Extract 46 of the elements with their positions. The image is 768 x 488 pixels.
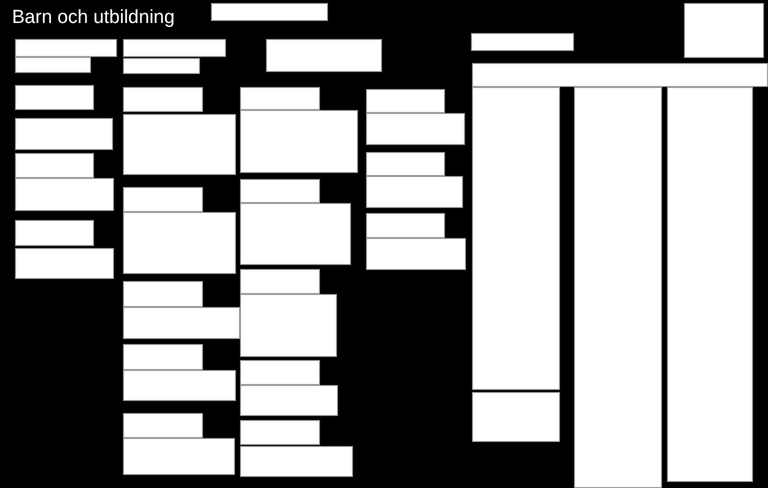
empty-box <box>123 438 235 475</box>
empty-box <box>123 413 203 438</box>
empty-box <box>366 213 445 238</box>
empty-box <box>667 87 753 482</box>
empty-box <box>123 39 226 57</box>
empty-box <box>472 63 768 87</box>
empty-box <box>266 39 382 72</box>
empty-box <box>240 179 320 203</box>
empty-box <box>123 307 240 339</box>
title: Barn och utbildning <box>12 6 175 30</box>
empty-box <box>240 87 320 110</box>
empty-box <box>366 89 445 113</box>
empty-box <box>15 85 94 110</box>
empty-box <box>123 281 203 307</box>
empty-box <box>123 58 200 74</box>
empty-box <box>15 248 114 279</box>
empty-box <box>240 203 351 265</box>
empty-box <box>240 385 338 416</box>
empty-box <box>15 57 91 73</box>
empty-box <box>123 370 236 401</box>
empty-box <box>366 238 466 270</box>
empty-box <box>15 118 113 150</box>
empty-box <box>366 152 445 176</box>
empty-box <box>123 114 236 175</box>
empty-box <box>123 87 203 112</box>
empty-box <box>15 153 94 178</box>
empty-box <box>123 344 203 370</box>
empty-box <box>240 446 353 477</box>
empty-box <box>240 360 320 385</box>
empty-box <box>123 212 236 274</box>
empty-box <box>15 220 94 246</box>
empty-box <box>366 113 465 145</box>
empty-box <box>240 110 358 173</box>
empty-box <box>472 87 560 390</box>
empty-box <box>15 178 114 211</box>
empty-box <box>684 3 764 58</box>
empty-box <box>15 39 117 57</box>
empty-box <box>366 176 463 208</box>
empty-box <box>211 3 328 21</box>
empty-box <box>574 87 662 488</box>
empty-box <box>123 187 203 212</box>
empty-box <box>240 420 320 445</box>
empty-box <box>472 392 560 442</box>
empty-box <box>240 294 337 357</box>
empty-box <box>240 269 320 294</box>
empty-box <box>471 33 574 51</box>
